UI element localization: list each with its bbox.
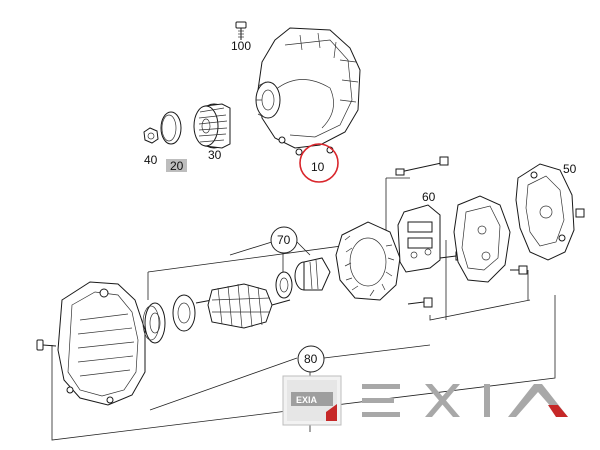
cap-20[interactable] — [160, 111, 182, 145]
callout-circle-70 — [270, 226, 298, 254]
label-10[interactable]: 10 — [311, 160, 325, 174]
rear-cover-50[interactable] — [515, 163, 575, 261]
pulley-30[interactable] — [193, 103, 231, 149]
highlight-circle-10 — [299, 143, 339, 183]
label-70[interactable]: 70 — [277, 233, 291, 247]
rotor[interactable] — [195, 283, 291, 329]
bearing-front[interactable] — [142, 302, 166, 344]
bolt-left[interactable] — [36, 339, 57, 351]
label-100[interactable]: 100 — [231, 39, 251, 53]
label-20[interactable]: 20 — [170, 159, 184, 173]
label-50[interactable]: 50 — [563, 162, 577, 176]
screw-cover[interactable] — [575, 208, 585, 218]
stator[interactable] — [335, 221, 401, 301]
callout-circle-80 — [297, 345, 325, 373]
nut-40[interactable] — [143, 127, 159, 144]
regulator-60[interactable] — [395, 156, 449, 273]
label-20-badge — [166, 159, 187, 172]
label-80[interactable]: 80 — [304, 352, 318, 366]
watermark-badge-text: EXIA — [296, 395, 318, 405]
seal-ring[interactable] — [172, 294, 196, 332]
watermark-wordmark — [362, 384, 568, 417]
housing-end-frame[interactable] — [57, 281, 146, 406]
bolt-100[interactable] — [235, 21, 247, 40]
alternator-assembly-10[interactable] — [255, 27, 361, 156]
label-60[interactable]: 60 — [422, 190, 436, 204]
screw-regulator-2[interactable] — [407, 297, 433, 308]
bearing-70[interactable] — [275, 257, 331, 299]
label-40[interactable]: 40 — [144, 153, 158, 167]
watermark-logo: EXIA — [282, 375, 342, 426]
rectifier-plate[interactable] — [453, 195, 511, 283]
screw-rectifier[interactable] — [510, 265, 528, 275]
label-30[interactable]: 30 — [208, 148, 222, 162]
